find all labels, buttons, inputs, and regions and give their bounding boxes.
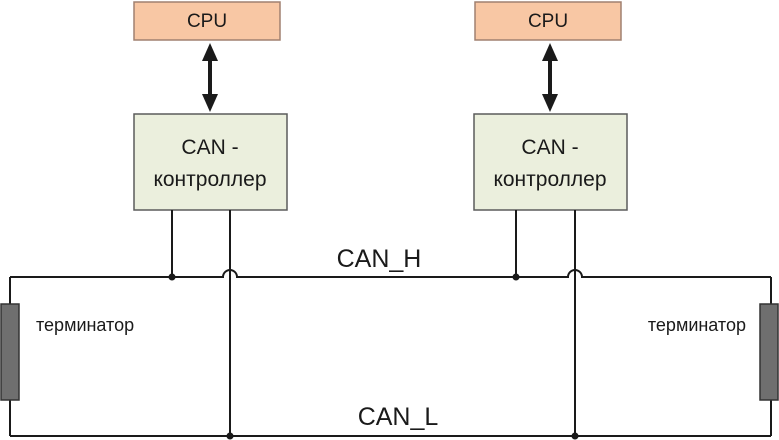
arrow-up-icon — [542, 43, 558, 61]
junction-dot — [571, 432, 579, 440]
arrow-down-icon — [202, 94, 218, 112]
cpu-right-label: CPU — [528, 11, 568, 32]
arrow-down-icon — [542, 94, 558, 112]
can-controller-right-line2: контроллер — [493, 168, 606, 191]
terminator-right-resistor-icon — [759, 303, 779, 401]
terminator-right-label: терминатор — [648, 315, 746, 335]
cpu-controller-link-right — [542, 43, 558, 112]
can-controller-left-node: CAN - контроллер — [133, 113, 288, 211]
can-h-line — [10, 269, 771, 278]
junction-dot — [168, 273, 176, 281]
can-controller-right-line1: CAN - — [521, 136, 578, 159]
cpu-controller-link-left — [202, 43, 218, 112]
can-h-label: CAN_H — [337, 245, 422, 273]
can-controller-left-line2: контроллер — [153, 168, 266, 191]
arrow-up-icon — [202, 43, 218, 61]
cpu-left-label: CPU — [187, 11, 227, 32]
can-controller-right-node: CAN - контроллер — [473, 113, 628, 211]
cpu-right-node: CPU — [474, 1, 622, 41]
cpu-left-node: CPU — [133, 1, 281, 41]
can-controller-left-line1: CAN - — [181, 136, 238, 159]
junction-dot — [226, 432, 234, 440]
terminator-left-label: терминатор — [36, 315, 134, 335]
can-l-label: CAN_L — [358, 403, 439, 431]
junction-dot — [512, 273, 520, 281]
terminator-left-resistor-icon — [0, 303, 20, 401]
